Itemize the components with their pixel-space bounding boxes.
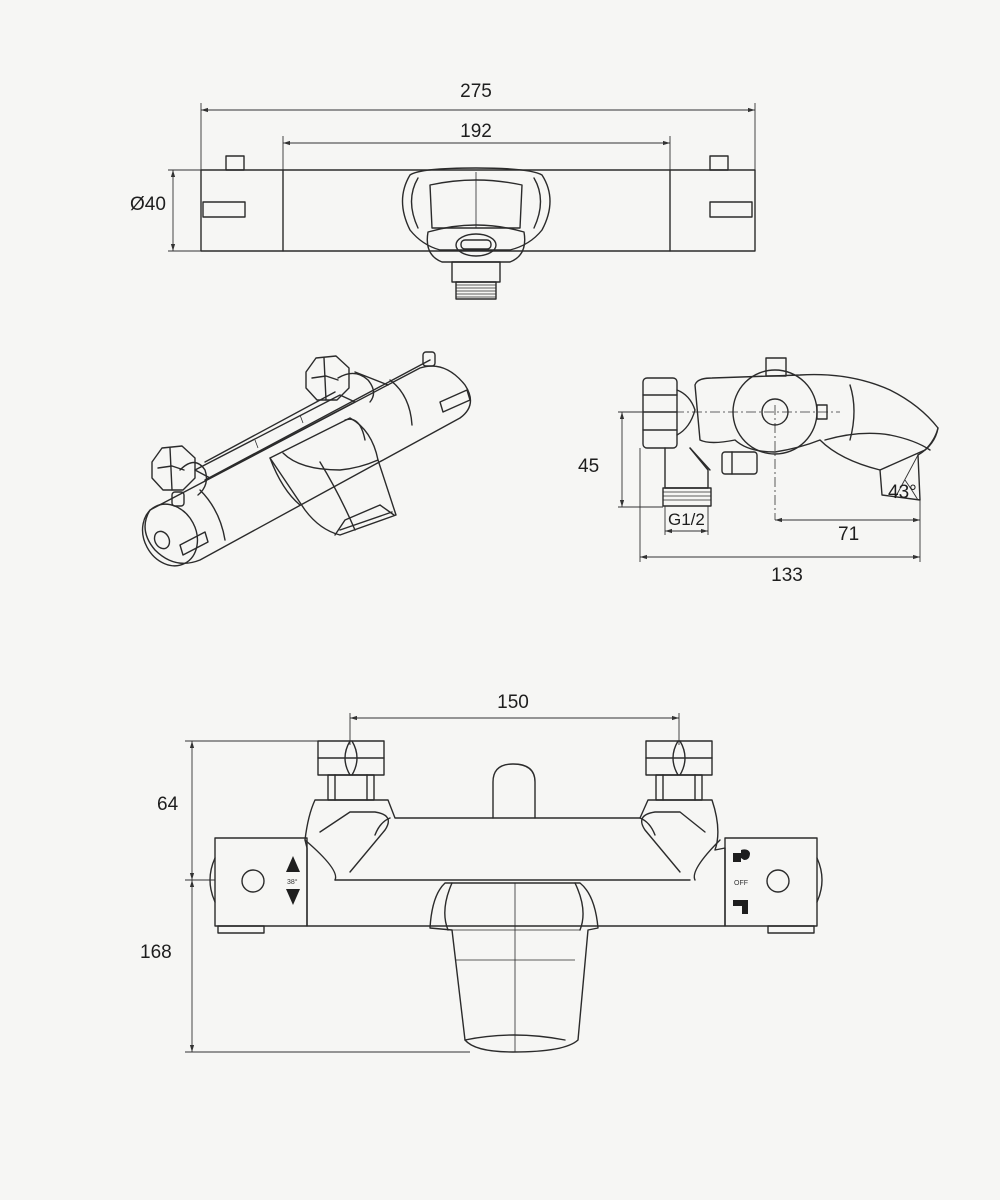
temperature-38-label: 38° xyxy=(287,878,298,886)
dimension-thread: G1/2 xyxy=(664,506,709,535)
iso-nut-right xyxy=(305,355,389,403)
right-knob-hole xyxy=(766,869,790,893)
iso-spout xyxy=(269,417,397,536)
front-right-cap: OFF xyxy=(724,837,823,934)
dim-150-label: 150 xyxy=(497,692,529,713)
dimension-overall-width: 275 xyxy=(200,81,756,170)
dimension-inner-width: 192 xyxy=(282,121,671,170)
dimension-side-depth: 133 xyxy=(639,448,921,586)
dim-133-label: 133 xyxy=(771,565,803,586)
dimension-front-heights: 64 168 xyxy=(140,740,470,1053)
front-nut-left xyxy=(317,740,385,801)
dimension-side-height: 45 xyxy=(578,411,663,508)
thread-lines xyxy=(456,284,496,298)
isometric-view xyxy=(141,351,472,567)
dim-71-label: 71 xyxy=(838,524,859,545)
side-thread-lines xyxy=(663,491,711,501)
dim-thread-label: G1/2 xyxy=(668,510,705,529)
bath-spout-icon xyxy=(733,900,748,914)
top-view-body xyxy=(200,155,756,300)
dim-diameter-label: Ø40 xyxy=(130,194,166,215)
front-nut-right xyxy=(645,740,713,801)
iso-nut-left xyxy=(151,445,208,496)
shower-head-icon xyxy=(733,849,750,862)
side-view: 45 G1/2 71 43° 133 xyxy=(578,357,939,586)
top-view: 275 192 Ø40 xyxy=(130,81,756,300)
left-knob-hole xyxy=(241,869,265,893)
front-view: 150 64 168 xyxy=(140,692,823,1053)
dimension-diameter: Ø40 xyxy=(130,169,201,252)
dimension-spout-reach: 71 xyxy=(775,500,921,545)
front-left-cap: 38° xyxy=(209,837,308,934)
temperature-arrow-up-icon xyxy=(286,856,300,872)
dim-168-label: 168 xyxy=(140,942,172,963)
dim-45-label: 45 xyxy=(578,456,599,477)
dim-275-label: 275 xyxy=(460,81,492,102)
side-nut xyxy=(642,377,696,449)
dim-angle-label: 43° xyxy=(888,482,917,503)
dim-64-label: 64 xyxy=(157,794,179,815)
dimension-centers: 150 xyxy=(349,692,680,745)
dimension-angle: 43° xyxy=(888,454,919,503)
front-spout xyxy=(429,882,599,1053)
off-label: OFF xyxy=(734,880,748,887)
front-housing xyxy=(304,799,726,927)
dim-192-label: 192 xyxy=(460,121,492,142)
temperature-arrow-down-icon xyxy=(286,889,300,905)
